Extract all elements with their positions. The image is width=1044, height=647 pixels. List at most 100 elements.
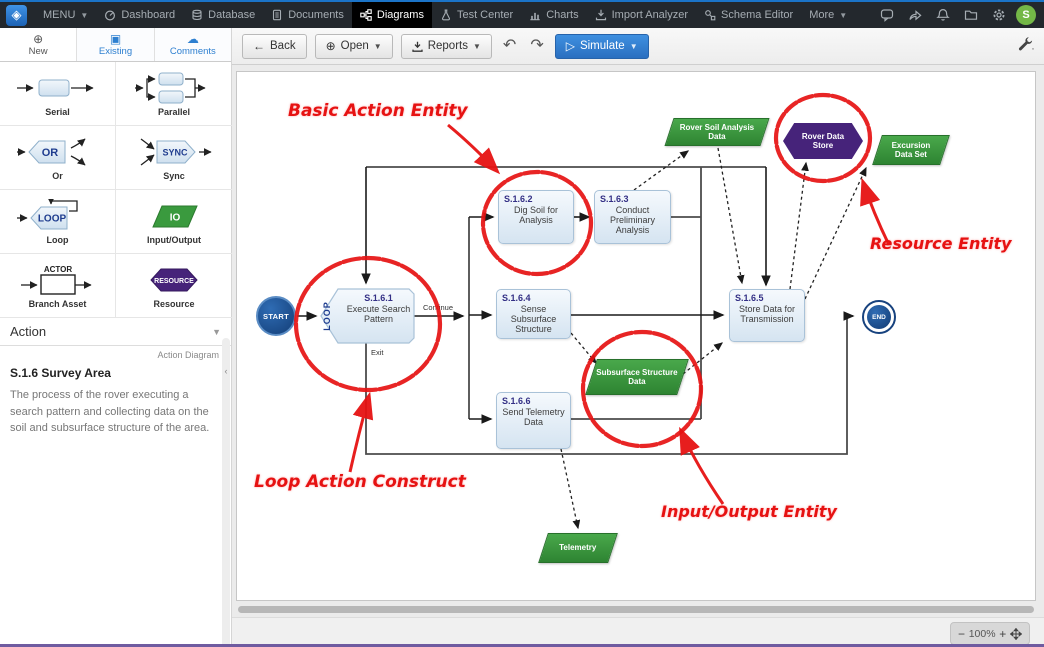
- resource-node-rover-data-store[interactable]: Rover Data Store: [783, 123, 863, 159]
- io-node-excursion-data-set[interactable]: Excursion Data Set: [872, 135, 950, 165]
- folder-icon[interactable]: [960, 4, 982, 26]
- window-bottom-border: [0, 644, 1044, 647]
- flask-icon: [441, 9, 450, 21]
- wrench-icon: [1018, 37, 1034, 51]
- action-node-s162[interactable]: S.1.6.2 Dig Soil for Analysis: [498, 190, 574, 244]
- palette-item-resource[interactable]: RESOURCE Resource: [116, 254, 232, 318]
- diagram-canvas[interactable]: Continue Exit START LOOP S.1.6.1 Execute…: [236, 71, 1036, 601]
- loop-construct-node[interactable]: LOOP S.1.6.1 Execute Search Pattern: [321, 289, 414, 343]
- redo-button[interactable]: ↷: [530, 37, 544, 54]
- io-node-subsurface-structure-data[interactable]: Subsurface Structure Data: [585, 359, 689, 395]
- nav-schema-editor[interactable]: Schema Editor: [696, 2, 801, 28]
- diagram-toolbar: ← Back ⊕ Open ▼ Reports ▼ ↶ ↷ ▷ Simulate…: [232, 28, 1044, 65]
- palette-item-input-output[interactable]: IO Input/Output: [116, 190, 232, 254]
- continue-edge-label: Continue: [423, 303, 453, 312]
- settings-gear-icon[interactable]: [988, 4, 1010, 26]
- serial-shape-icon: [16, 79, 94, 96]
- document-icon: [273, 9, 282, 21]
- canvas-horizontal-scrollbar[interactable]: [238, 606, 1034, 613]
- canvas-area: Continue Exit START LOOP S.1.6.1 Execute…: [232, 65, 1044, 647]
- sync-shape-icon: SYNC: [140, 137, 212, 166]
- chevron-down-icon: ▼: [212, 326, 221, 337]
- start-node[interactable]: START: [256, 296, 296, 336]
- io-node-telemetry[interactable]: Telemetry: [538, 533, 618, 563]
- tools-wrench-button[interactable]: [1017, 36, 1034, 56]
- annotation-resource-entity: Resource Entity: [870, 234, 1012, 253]
- zoom-out-button[interactable]: −: [958, 626, 966, 641]
- reports-button[interactable]: Reports ▼: [400, 33, 492, 59]
- parallel-shape-icon: [135, 72, 206, 103]
- svg-text:RESOURCE: RESOURCE: [154, 278, 194, 285]
- chart-icon: [530, 12, 540, 21]
- palette-item-branch-asset[interactable]: ACTOR Branch Asset: [0, 254, 116, 318]
- end-node[interactable]: END: [862, 300, 896, 334]
- palette-item-sync[interactable]: SYNC Sync: [116, 126, 232, 190]
- new-plus-icon: ⊕: [33, 31, 44, 46]
- selected-entity-description: The process of the rover executing a sea…: [10, 389, 210, 434]
- menu-dropdown[interactable]: MENU ▼: [35, 2, 96, 28]
- share-icon[interactable]: [904, 4, 926, 26]
- zoom-controls: − 100% +: [950, 622, 1030, 645]
- palette-item-serial[interactable]: Serial: [0, 62, 116, 126]
- tab-new[interactable]: ⊕ New: [0, 28, 78, 61]
- nav-database[interactable]: Database: [183, 2, 263, 28]
- back-button[interactable]: ← Back: [242, 33, 307, 59]
- chevron-down-icon: ▼: [629, 41, 638, 51]
- palette-item-or[interactable]: OR Or: [0, 126, 116, 190]
- left-sidebar-panel: ⊕ New ▣ Existing ☁ Comments Serial: [0, 28, 232, 647]
- download-icon: [412, 41, 423, 52]
- chevron-down-icon: ▼: [472, 41, 481, 51]
- tab-existing[interactable]: ▣ Existing: [77, 28, 155, 61]
- entity-type-dropdown[interactable]: Action ▼: [0, 318, 231, 346]
- svg-text:LOOP: LOOP: [37, 213, 66, 224]
- topbar-utilities: S: [876, 4, 1044, 26]
- user-avatar[interactable]: S: [1016, 5, 1036, 25]
- diagram-type-label: Action Diagram: [157, 350, 219, 360]
- open-button[interactable]: ⊕ Open ▼: [314, 33, 393, 59]
- zoom-in-button[interactable]: +: [999, 626, 1007, 641]
- undo-button[interactable]: ↶: [502, 37, 517, 54]
- tab-comments[interactable]: ☁ Comments: [154, 28, 231, 61]
- palette-item-loop[interactable]: LOOP Loop: [0, 190, 116, 254]
- existing-icon: ▣: [109, 31, 122, 46]
- io-node-rover-soil[interactable]: Rover Soil Analysis Data: [664, 118, 770, 146]
- chevron-down-icon: ▼: [373, 41, 382, 51]
- nav-more-dropdown[interactable]: More ▼: [809, 9, 848, 21]
- open-icon: ⊕: [325, 39, 336, 53]
- zoom-level: 100%: [968, 627, 996, 640]
- palette-item-parallel[interactable]: Parallel: [116, 62, 232, 126]
- input-output-shape-icon: IO: [152, 205, 198, 227]
- import-icon: [595, 9, 606, 21]
- action-label: Execute Search Pattern: [346, 304, 411, 325]
- chat-icon[interactable]: [876, 4, 898, 26]
- nav-test-center[interactable]: Test Center: [432, 2, 521, 28]
- top-navigation-bar: ◈ MENU ▼ Dashboard Database Documents Di…: [0, 0, 1044, 28]
- diagrams-icon: [360, 9, 372, 21]
- action-node-s163[interactable]: S.1.6.3 Conduct Preliminary Analysis: [594, 190, 671, 244]
- sidebar-collapse-handle[interactable]: ‹: [222, 338, 230, 647]
- back-arrow-icon: ←: [253, 39, 265, 53]
- pan-move-icon[interactable]: [1010, 627, 1022, 640]
- svg-text:IO: IO: [170, 212, 181, 223]
- database-icon: [192, 9, 202, 21]
- exit-edge-label: Exit: [371, 348, 384, 357]
- sidebar-tabs: ⊕ New ▣ Existing ☁ Comments: [0, 28, 231, 62]
- annotation-loop-action-construct: Loop Action Construct: [254, 472, 466, 492]
- chevron-down-icon: ▼: [839, 10, 848, 20]
- nav-charts[interactable]: Charts: [521, 2, 586, 28]
- action-node-s165[interactable]: S.1.6.5 Store Data for Transmission: [729, 289, 805, 342]
- action-node-s166[interactable]: S.1.6.6 Send Telemetry Data: [496, 392, 571, 449]
- chevron-down-icon: ▼: [80, 10, 89, 20]
- action-node-s164[interactable]: S.1.6.4 Sense Subsurface Structure: [496, 289, 571, 339]
- schema-icon: [705, 10, 716, 21]
- nav-import-analyzer[interactable]: Import Analyzer: [587, 2, 696, 28]
- app-logo-icon[interactable]: ◈: [6, 4, 27, 26]
- comments-cloud-icon: ☁: [186, 31, 199, 46]
- canvas-statusbar: − 100% +: [232, 617, 1044, 647]
- nav-diagrams[interactable]: Diagrams: [351, 2, 432, 28]
- simulate-button[interactable]: ▷ Simulate ▼: [554, 33, 649, 59]
- nav-documents[interactable]: Documents: [263, 2, 352, 28]
- loop-tag-label: LOOP: [321, 301, 332, 331]
- notifications-bell-icon[interactable]: [932, 4, 954, 26]
- nav-dashboard[interactable]: Dashboard: [96, 2, 183, 28]
